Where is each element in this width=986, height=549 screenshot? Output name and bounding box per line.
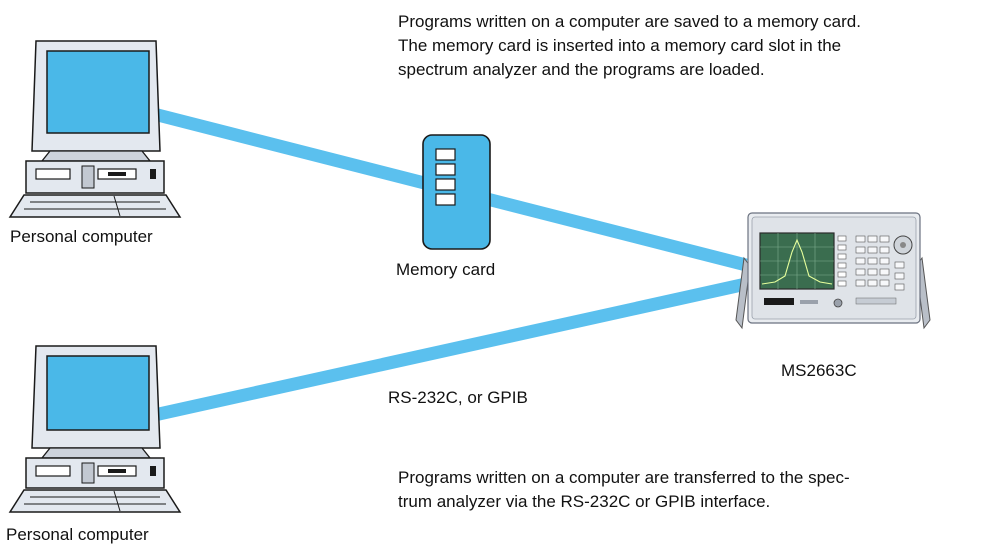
memory-card-description: Programs written on a computer are saved… [398,10,861,82]
personal-computer-bottom-icon [8,345,182,513]
interface-description: Programs written on a computer are trans… [398,466,850,514]
description-line: The memory card is inserted into a memor… [398,36,842,55]
description-line: spectrum analyzer and the programs are l… [398,60,765,79]
personal-computer-top-icon [8,40,182,218]
personal-computer-top-label: Personal computer [10,227,153,246]
spectrum-analyzer-label: MS2663C [781,361,857,380]
interface-link-label: RS-232C, or GPIB [388,388,528,407]
interface-link [148,277,748,423]
description-line: Programs written on a computer are saved… [398,12,861,31]
memory-card-icon [422,134,491,250]
spectrum-analyzer-icon [735,212,931,330]
personal-computer-bottom-label: Personal computer [6,525,149,544]
memory-card-label: Memory card [396,260,496,279]
description-line: Programs written on a computer are trans… [398,468,850,487]
description-line: trum analyzer via the RS-232C or GPIB in… [398,492,771,511]
